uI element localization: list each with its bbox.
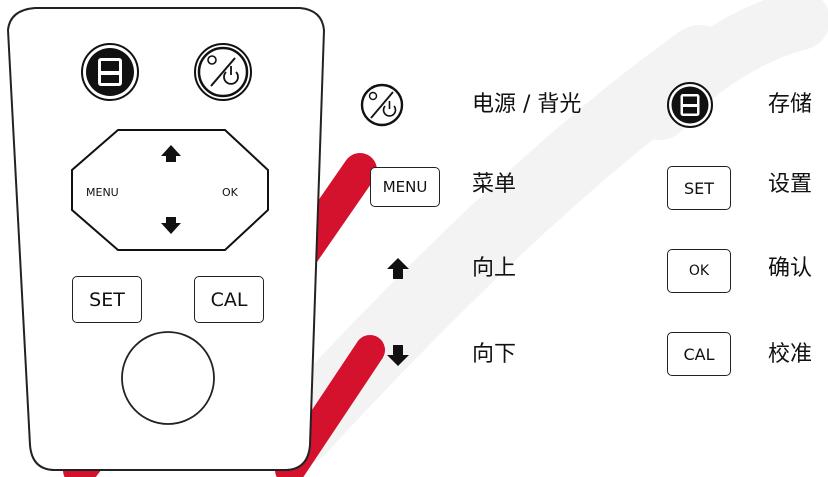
power-backlight-icon bbox=[360, 83, 404, 127]
device-keypad bbox=[6, 7, 326, 471]
cal-button[interactable]: CAL bbox=[194, 276, 264, 323]
legend-label-down: 向下 bbox=[472, 342, 517, 367]
save-button[interactable] bbox=[81, 43, 139, 101]
save-icon bbox=[667, 82, 713, 128]
cal-button-label: CAL bbox=[210, 288, 248, 311]
cal-key-icon: CAL bbox=[667, 332, 731, 376]
legend-label-set: 设置 bbox=[768, 172, 813, 197]
ok-key-text: OK bbox=[688, 263, 710, 279]
set-key-text: SET bbox=[683, 178, 715, 198]
legend-label-save: 存储 bbox=[768, 92, 813, 117]
menu-key-icon: MENU bbox=[370, 167, 440, 207]
nav-up-arrow bbox=[161, 145, 181, 162]
nav-ok-label[interactable]: OK bbox=[222, 186, 238, 199]
legend-label-up: 向上 bbox=[472, 256, 517, 281]
set-button-label: SET bbox=[89, 288, 125, 311]
menu-key-text: MENU bbox=[382, 178, 428, 196]
nav-menu-label[interactable]: MENU bbox=[86, 186, 119, 199]
arrow-up-icon bbox=[387, 258, 409, 279]
legend-label-cal: 校准 bbox=[768, 342, 813, 367]
cal-key-text: CAL bbox=[683, 344, 715, 364]
measure-button bbox=[121, 331, 215, 425]
nav-down-arrow bbox=[161, 217, 181, 234]
ok-key-icon: OK bbox=[667, 249, 731, 293]
navigation-pad[interactable] bbox=[71, 129, 269, 251]
legend-label-menu: 菜单 bbox=[472, 172, 517, 197]
legend-label-power: 电源 / 背光 bbox=[472, 92, 582, 117]
legend-label-ok: 确认 bbox=[768, 256, 813, 281]
arrow-down-icon bbox=[387, 345, 409, 366]
set-button[interactable]: SET bbox=[72, 276, 142, 323]
power-backlight-button[interactable] bbox=[194, 43, 252, 101]
set-key-icon: SET bbox=[667, 166, 731, 210]
